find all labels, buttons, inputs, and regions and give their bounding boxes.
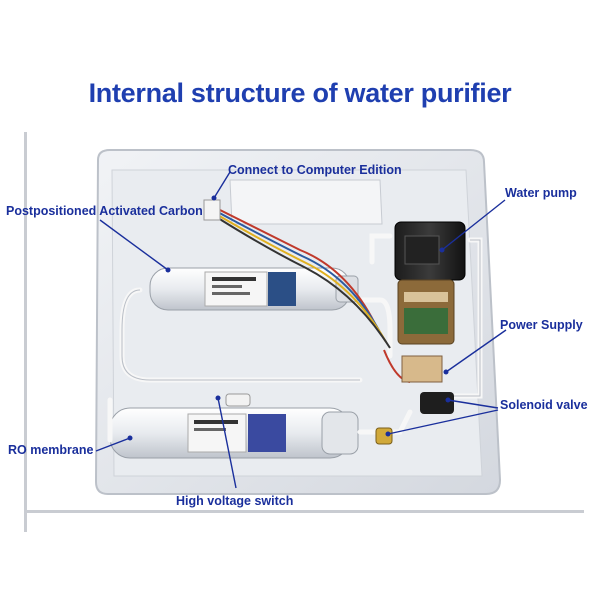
label-water-pump: Water pump — [505, 186, 577, 200]
frame-edge-left — [24, 132, 27, 532]
label-power-supply: Power Supply — [500, 318, 583, 332]
ro-membrane-housing — [109, 407, 359, 459]
solenoid-valve-1 — [420, 392, 454, 414]
pointer-computer-edition — [213, 171, 231, 199]
power-supply-board — [401, 355, 443, 383]
pointer-high-voltage — [217, 397, 237, 489]
tube-outlines — [121, 239, 481, 397]
top-cover — [229, 179, 383, 225]
high-voltage-switch-part — [225, 393, 251, 407]
label-computer-edition: Connect to Computer Edition — [228, 163, 402, 177]
frame-edge-bottom — [24, 510, 584, 513]
pointer-activated-carbon — [99, 219, 169, 271]
housing-inner — [111, 169, 483, 477]
solenoid-valve-2 — [375, 427, 393, 445]
activated-carbon-filter — [149, 267, 359, 311]
connector-plug — [203, 199, 221, 221]
label-ro-membrane: RO membrane — [8, 443, 94, 457]
pointer-solenoid-1 — [447, 399, 499, 409]
label-high-voltage-switch: High voltage switch — [176, 494, 294, 508]
pointer-ro-membrane — [95, 437, 131, 452]
water-pump-unit — [394, 221, 466, 345]
pointer-water-pump — [441, 199, 506, 251]
label-solenoid-valve: Solenoid valve — [500, 398, 588, 412]
label-activated-carbon: Postpositioned Activated Carbon — [6, 204, 203, 218]
pointer-solenoid-2 — [387, 409, 499, 435]
pointer-dots — [127, 195, 451, 441]
pointer-power-supply — [445, 329, 507, 373]
diagram-title: Internal structure of water purifier — [88, 78, 512, 108]
pointer-lines — [95, 171, 507, 489]
